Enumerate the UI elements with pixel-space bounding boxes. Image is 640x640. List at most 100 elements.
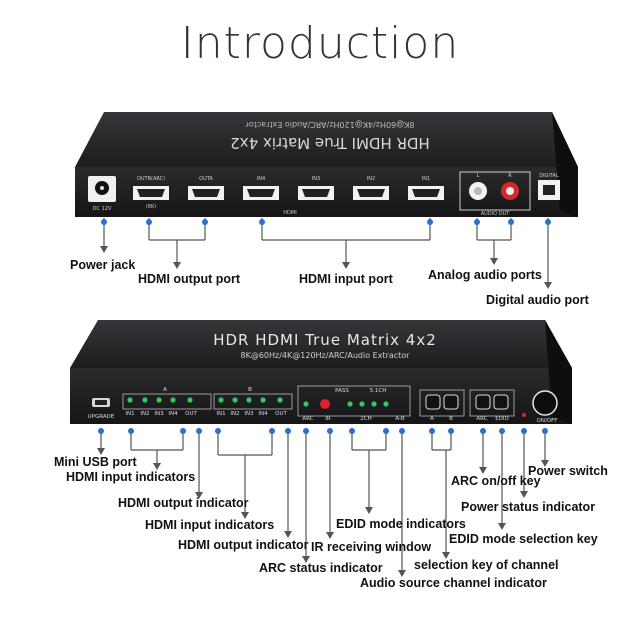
rear-port-label: OUTB(ARC) [137,176,165,182]
rear-port-label: R [508,173,512,179]
front-panel-label: PASS [335,388,349,394]
front-panel-label: IN4 [168,411,178,417]
callout-digital-audio-port: Digital audio port [486,293,589,307]
front-panel-label: A-B [395,416,404,422]
rear-port-label: L [477,173,480,179]
arc-key[interactable] [475,394,491,410]
edid-led [371,401,377,407]
front-panel-label: UPGRADE [88,414,115,420]
front-panel-label: OUT [275,411,287,417]
rear-port-label: IN3 [312,176,320,182]
front-callout-dots [98,428,548,434]
arc-status-led [303,401,309,407]
callout-arc-on-off-key: ARC on/off key [451,474,541,488]
rear-port-label: IN4 [257,176,265,182]
led-green [156,397,162,403]
front-panel-label: 5.1CH [370,388,387,394]
front-panel-label: IN3 [244,411,254,417]
edid-led [347,401,353,407]
hdmi-port-3 [298,186,334,200]
front-callout-lines [100,428,546,570]
select-b-key[interactable] [443,394,459,410]
rca-right-core [506,187,514,195]
rear-callout-lines [103,218,549,282]
front-panel-label: B [248,387,252,393]
callout-power-jack: Power jack [70,258,136,272]
rear-port-label: (8K) [146,204,156,210]
rear-port-label: AUDIO OUT [481,211,511,217]
rear-spec-text: 8K@60Hz/4K@120Hz/ARC/Audio Extractor [245,120,415,129]
dc-jack-pin [100,186,104,190]
audio-out-frame [459,171,531,211]
callout-analog-audio-ports: Analog audio ports [428,268,542,282]
callout-edid-mode-indicators: EDID mode indicators [336,517,466,531]
hdmi-port-icon [302,189,330,197]
callout-selection-key-of-channel: selection key of channel [414,558,559,572]
led-green [232,397,238,403]
front-device-face [70,368,572,424]
callout-hdmi-input-indicators-b: HDMI input indicators [145,518,275,532]
rear-port-label: IN1 [422,176,430,182]
front-panel-label: IN1 [216,411,225,417]
front-device: HDR HDMI True Matrix 4x2 8K@60Hz/4K@120H… [70,320,572,424]
rear-port-label: HDMI [283,210,296,216]
hdmi-port-icon [357,189,385,197]
front-panel-label: ARC [476,416,487,422]
led-green [187,397,193,403]
front-panel-label: IR [325,416,331,422]
callout-hdmi-input-indicators-a: HDMI input indicators [66,470,196,484]
front-panel-label: EDID [495,416,509,422]
front-panel-label: 2CH [360,416,371,422]
hdmi-port-2 [243,186,279,200]
front-panel-label: OUT [185,411,197,417]
front-panel-label: IN2 [230,411,239,417]
hdmi-port-1 [188,186,224,200]
rca-left-core [474,187,482,195]
front-panel-label: B [449,416,453,422]
callout-audio-source-channel-indicator: Audio source channel indicator [360,576,547,590]
callout-mini-usb-port: Mini USB port [54,455,137,469]
callout-ir-receiving-window: IR receiving window [311,540,432,554]
power-status-led [522,413,526,417]
callout-hdmi-output-indicator-b: HDMI output indicator [178,538,309,552]
front-panel-label: ARC [302,416,313,422]
optical-port-core [543,185,555,195]
front-device-top [70,320,572,368]
front-panel-label: ON/OFF [537,418,558,424]
callout-hdmi-input-port: HDMI input port [299,272,393,286]
front-leds [127,397,389,409]
hdmi-port-icon [137,189,165,197]
led-green [127,397,133,403]
led-green [142,397,148,403]
led-green [260,397,266,403]
led-green [170,397,176,403]
edid-led [359,401,365,407]
hdmi-port-icon [247,189,275,197]
edid-key[interactable] [493,394,509,410]
hdmi-port-icon [412,189,440,197]
hdmi-port-0 [133,186,169,200]
arc-edid-frame [469,389,515,417]
front-panel-label: A [163,387,167,393]
callout-edid-mode-selection-key: EDID mode selection key [449,532,598,546]
rear-device-top [75,112,578,167]
group-a-frame [122,393,212,410]
power-switch-button[interactable] [532,390,558,416]
select-a-key[interactable] [425,394,441,410]
front-product-text: HDR HDMI True Matrix 4x2 [213,331,437,349]
led-green [218,397,224,403]
rear-port-label: DC 12V [93,206,112,212]
hdmi-port-icon [192,189,220,197]
front-spec-text: 8K@60Hz/4K@120Hz/ARC/Audio Extractor [241,351,411,360]
led-green [246,397,252,403]
hdmi-port-5 [408,186,444,200]
rear-port-label: OUTA [199,176,213,182]
callout-hdmi-output-indicator-a: HDMI output indicator [118,496,249,510]
front-panel-label: A [430,416,434,422]
audio-group-frame [297,385,411,417]
front-panel-label: IN2 [140,411,149,417]
front-panel-label: IN1 [125,411,134,417]
